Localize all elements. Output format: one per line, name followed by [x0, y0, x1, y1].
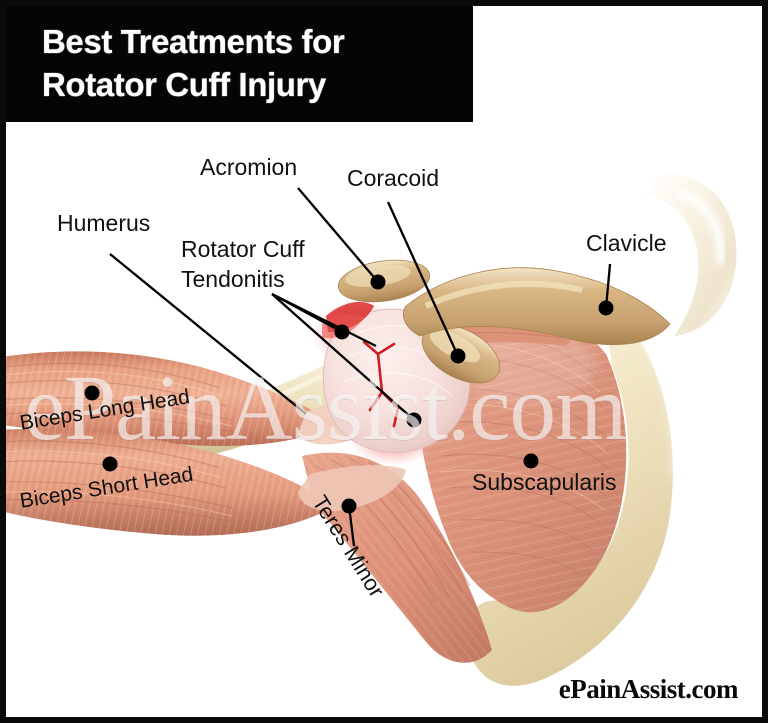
leader-rct-3 — [271, 293, 415, 421]
title-banner: Best Treatments for Rotator Cuff Injury — [6, 6, 473, 122]
scapula-lateral-border — [466, 298, 673, 686]
clavicle-shaft — [403, 267, 671, 346]
shoulder-anatomy-illustration — [6, 174, 737, 686]
leader-coracoid — [386, 201, 460, 357]
dot-acromion — [370, 274, 386, 290]
dot-teres-minor — [341, 498, 357, 514]
label-humerus: Humerus — [57, 210, 151, 236]
title-line-2: Rotator Cuff Injury — [42, 66, 326, 103]
label-subscapularis: Subscapularis — [472, 469, 617, 495]
dot-subscapularis — [523, 453, 539, 469]
label-clavicle: Clavicle — [586, 230, 667, 256]
leader-humerus — [109, 253, 307, 415]
leader-lines — [109, 187, 612, 547]
label-acromion: Acromion — [200, 154, 298, 180]
footer-brand: ePainAssist.com — [558, 674, 739, 704]
dot-rct — [334, 324, 350, 340]
dot-biceps-short-head — [102, 456, 118, 472]
biceps-long-head-muscle — [6, 351, 336, 446]
dot-biceps-long-head — [84, 385, 100, 401]
biceps-short-head-muscle — [6, 429, 334, 536]
dot-coracoid — [450, 348, 466, 364]
title-line-1: Best Treatments for — [42, 23, 345, 60]
dot-clavicle — [598, 300, 614, 316]
clavicle-bone — [403, 174, 737, 346]
dot-rct-2 — [406, 412, 422, 428]
leader-acromion — [297, 187, 379, 283]
label-coracoid: Coracoid — [347, 165, 440, 191]
label-rotator-cuff-tendonitis: Rotator Cuff Tendonitis — [181, 236, 305, 292]
leader-dots — [84, 274, 614, 514]
leader-rct-2 — [271, 292, 377, 348]
